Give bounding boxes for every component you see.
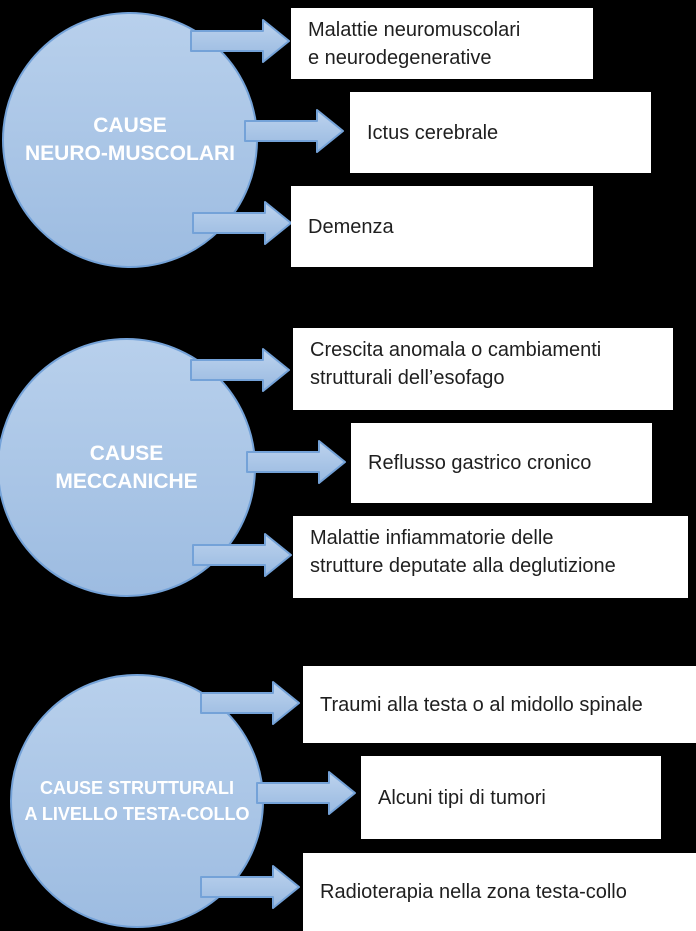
box-tumori: Alcuni tipi di tumori — [361, 756, 661, 839]
box-text-line: Alcuni tipi di tumori — [378, 786, 546, 809]
circle-label-line: CAUSE — [93, 114, 167, 137]
circle-label-line: CAUSE STRUTTURALI — [40, 778, 234, 798]
box-reflusso-gastrico: Reflusso gastrico cronico — [351, 423, 652, 503]
box-text-line: strutturali dell’esofago — [310, 367, 505, 389]
right-arrow-icon — [190, 348, 290, 392]
box-text-line: Crescita anomala o cambiamenti — [310, 339, 602, 361]
box-text-line: e neurodegenerative — [308, 46, 492, 69]
box-radioterapia: Radioterapia nella zona testa-collo — [303, 853, 696, 931]
box-crescita-anomala: Crescita anomala o cambiamenti struttura… — [293, 328, 673, 410]
right-arrow-icon — [244, 109, 344, 153]
right-arrow-icon — [200, 865, 300, 909]
box-malattie-neuromuscolari: Malattie neuromuscolari e neurodegenerat… — [291, 8, 593, 79]
box-text-line: Traumi alla testa o al midollo spinale — [320, 693, 643, 716]
circle-label-line: NEURO-MUSCOLARI — [25, 142, 235, 165]
circle-cause-neuro-muscolari: CAUSE NEURO-MUSCOLARI — [2, 12, 258, 268]
box-text-line: Reflusso gastrico cronico — [368, 452, 592, 474]
box-text-line: strutture deputate alla deglutizione — [310, 555, 616, 577]
right-arrow-icon — [192, 201, 292, 245]
box-traumi-testa-midollo: Traumi alla testa o al midollo spinale — [303, 666, 696, 743]
box-text-line: Radioterapia nella zona testa-collo — [320, 881, 627, 903]
right-arrow-icon — [200, 681, 300, 725]
right-arrow-icon — [256, 771, 356, 815]
box-malattie-infiammatorie: Malattie infiammatorie delle strutture d… — [293, 516, 688, 598]
right-arrow-icon — [192, 533, 292, 577]
circle-label-line: A LIVELLO TESTA-COLLO — [24, 804, 250, 824]
circle-label-line: CAUSE — [89, 441, 164, 465]
right-arrow-icon — [246, 440, 346, 484]
box-demenza: Demenza — [291, 186, 593, 267]
box-ictus-cerebrale: Ictus cerebrale — [350, 92, 651, 173]
box-text-line: Ictus cerebrale — [367, 121, 499, 144]
box-text-line: Malattie infiammatorie delle — [310, 527, 554, 549]
right-arrow-icon — [190, 19, 290, 63]
box-text-line: Malattie neuromuscolari — [308, 18, 521, 41]
circle-label-line: MECCANICHE — [55, 469, 198, 493]
box-text-line: Demenza — [308, 215, 394, 238]
